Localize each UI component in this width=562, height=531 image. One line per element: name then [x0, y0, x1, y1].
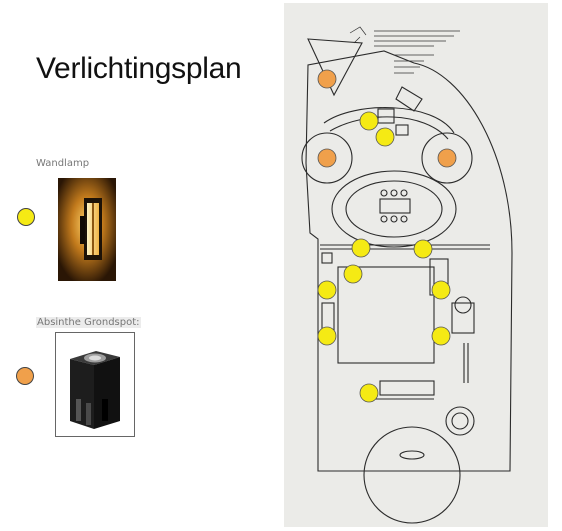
garden-plan-drawing: [284, 3, 548, 527]
wall-lamp-marker: [431, 280, 451, 300]
wall-lamp-marker: [351, 238, 371, 258]
ground-spot-marker: [317, 148, 337, 168]
wall-lamp-marker: [317, 326, 337, 346]
wall-lamp-marker: [375, 127, 395, 147]
wall-lamp-marker: [343, 264, 363, 284]
wall-lamp-marker: [413, 239, 433, 259]
legend-label-grondspot: Absinthe Grondspot:: [36, 317, 141, 328]
legend-label-wandlamp: Wandlamp: [36, 158, 90, 169]
ground-spot-photo: [55, 332, 135, 437]
wall-lamp-photo: [58, 178, 116, 281]
page-title: Verlichtingsplan: [36, 52, 242, 85]
legend-dot-grondspot: [16, 367, 34, 385]
wall-lamp-marker: [359, 383, 379, 403]
legend-dot-wandlamp: [17, 208, 35, 226]
wall-lamp-marker: [317, 280, 337, 300]
ground-spot-marker: [437, 148, 457, 168]
ground-spot-marker: [317, 69, 337, 89]
plan-notes: [349, 26, 460, 74]
wall-lamp-marker: [431, 326, 451, 346]
wall-lamp-marker: [359, 111, 379, 131]
